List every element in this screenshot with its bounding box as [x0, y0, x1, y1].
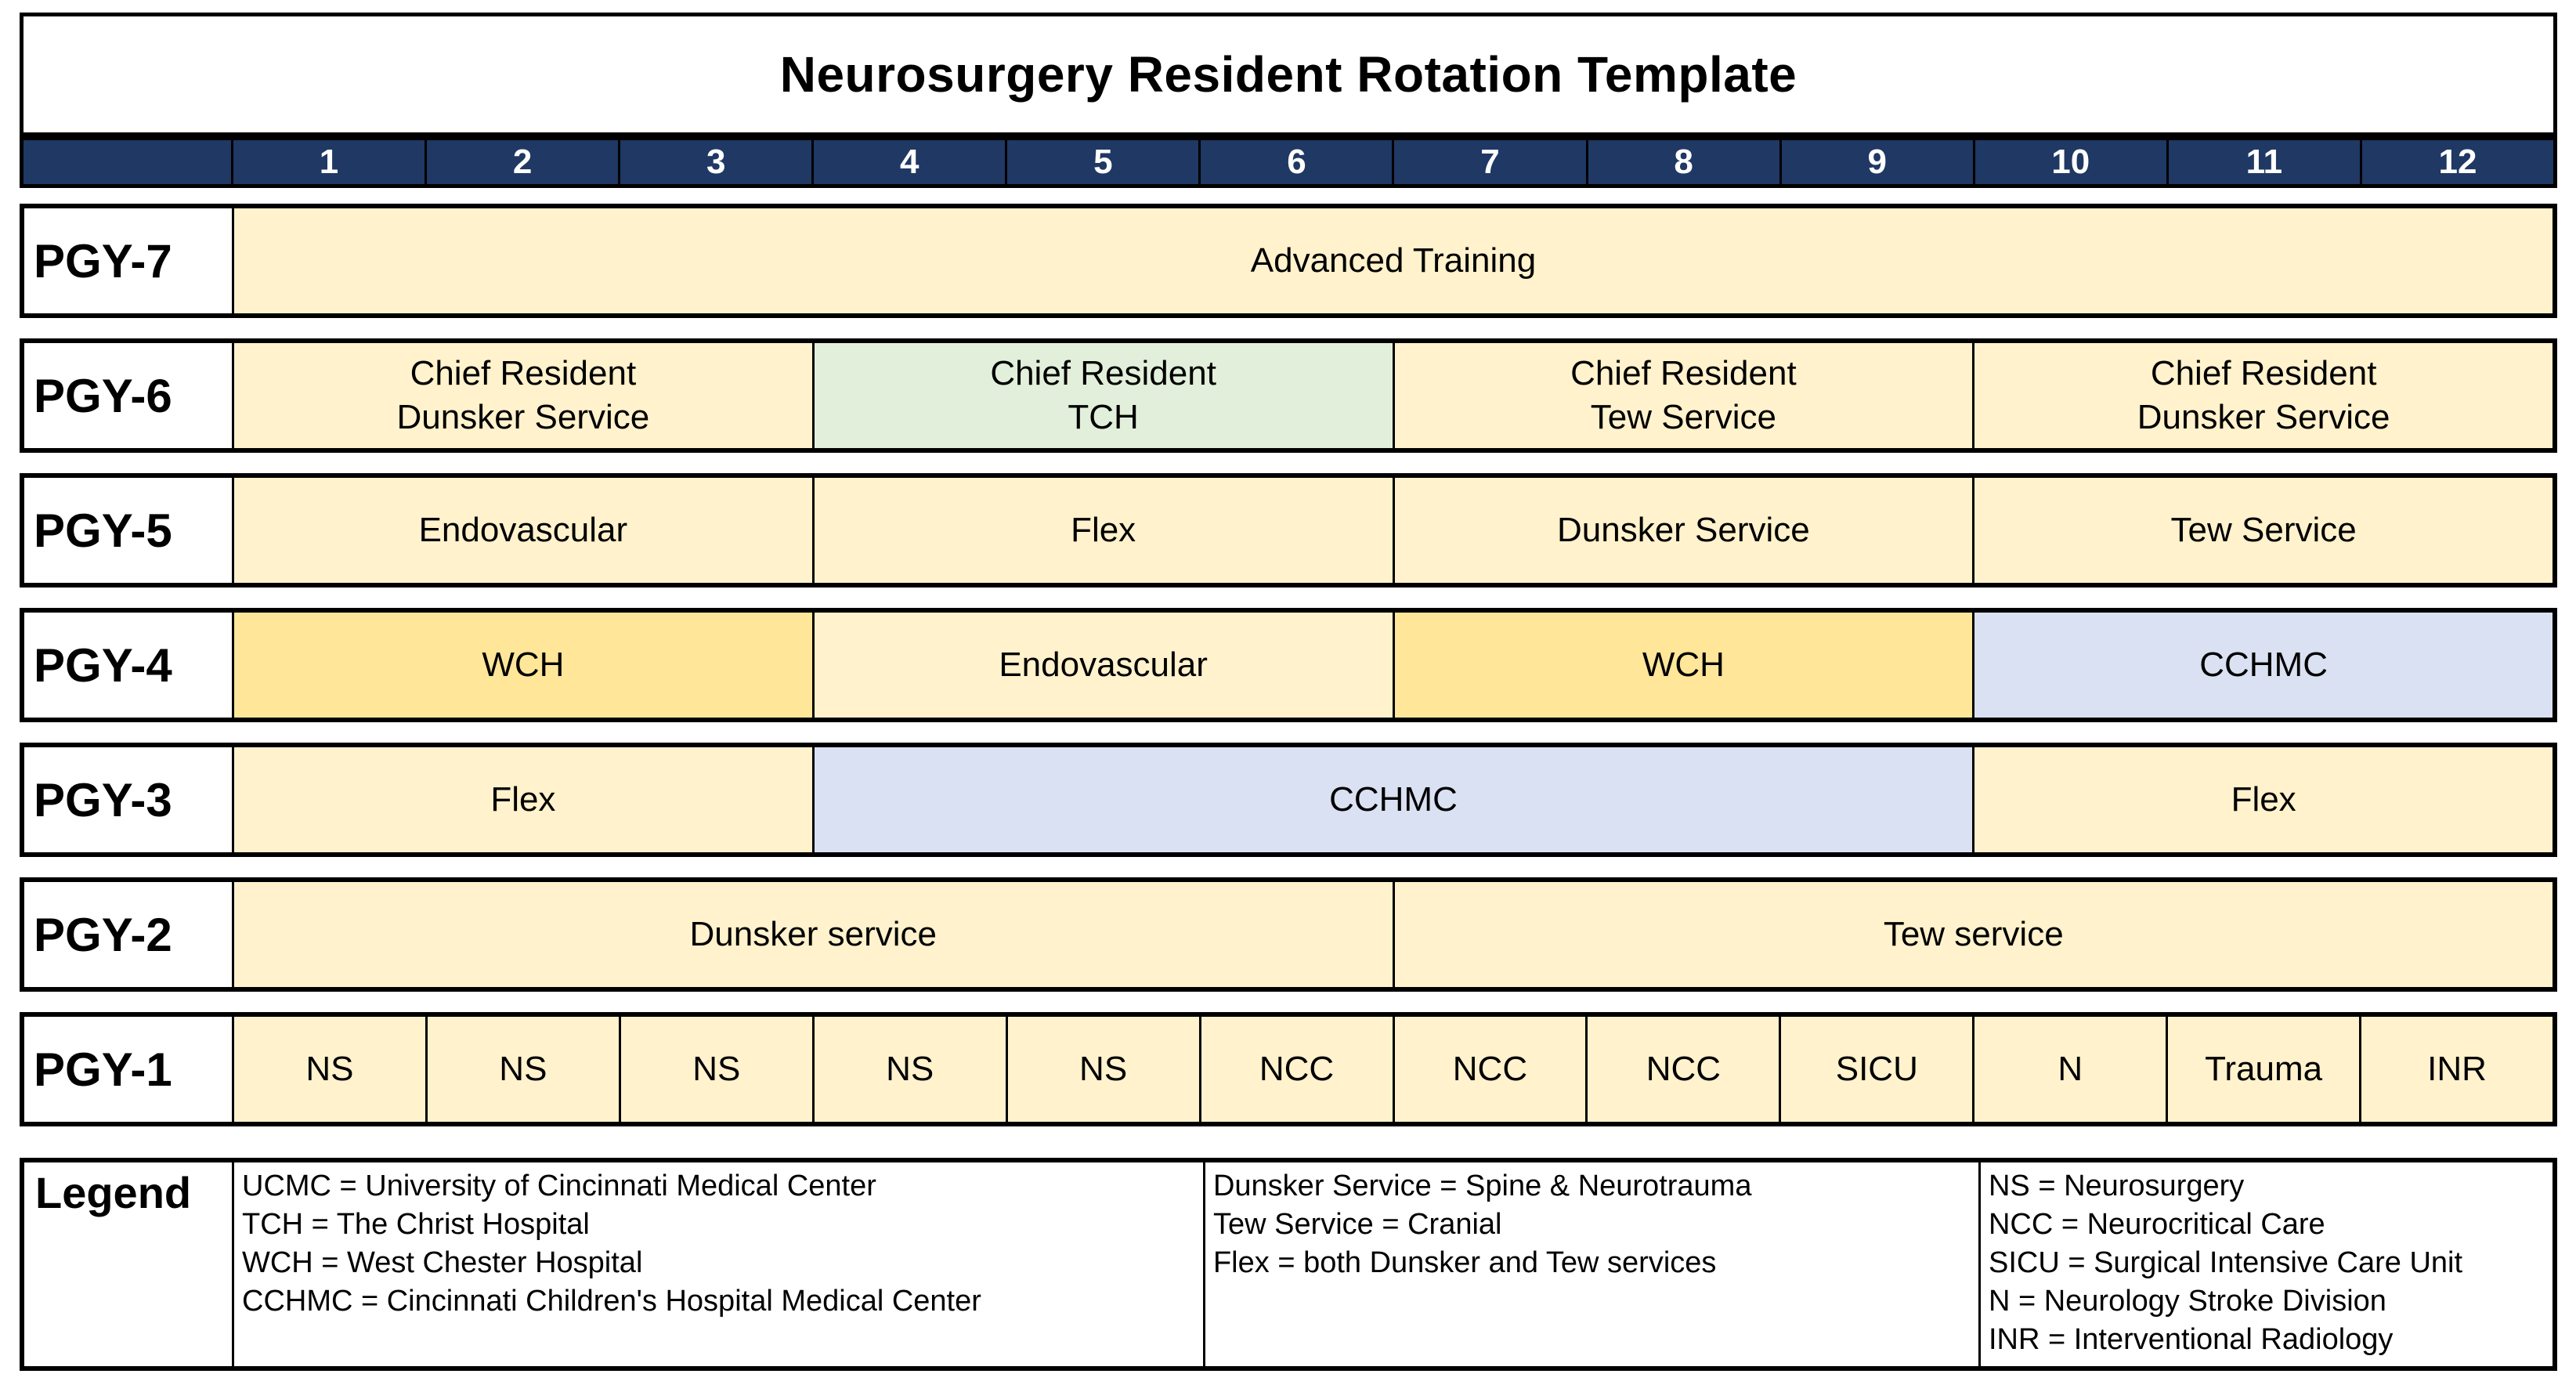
rotation-segment: Flex — [232, 747, 812, 852]
page-title: Neurosurgery Resident Rotation Template — [779, 46, 1797, 103]
rotation-segment: SICU — [1779, 1017, 1973, 1122]
legend-entry: UCMC = University of Cincinnati Medical … — [242, 1170, 876, 1202]
legend-entry: N = Neurology Stroke Division — [1988, 1285, 2386, 1318]
legend-entry: Flex = both Dunsker and Tew services — [1212, 1246, 1717, 1279]
month-cell-10: 10 — [1972, 140, 2166, 184]
rotation-segment: NCC — [1585, 1017, 1779, 1122]
month-cell-4: 4 — [811, 140, 1005, 184]
legend-entry: WCH = West Chester Hospital — [242, 1246, 643, 1279]
legend-entry: INR = Interventional Radiology — [1988, 1323, 2394, 1356]
legend: Legend UCMC = University of Cincinnati M… — [20, 1158, 2557, 1371]
pgy-label: PGY-4 — [24, 613, 232, 718]
legend-entry: CCHMC = Cincinnati Children's Hospital M… — [242, 1285, 981, 1318]
title-box: Neurosurgery Resident Rotation Template — [20, 13, 2557, 136]
rotation-segment: NS — [425, 1017, 619, 1122]
rotation-segment: N — [1972, 1017, 2166, 1122]
legend-entry: TCH = The Christ Hospital — [242, 1208, 590, 1241]
month-header-corner — [23, 140, 231, 184]
month-cell-1: 1 — [231, 140, 425, 184]
pgy-label: PGY-6 — [24, 343, 232, 448]
month-cell-5: 5 — [1005, 140, 1198, 184]
rotation-segment: NS — [1005, 1017, 1199, 1122]
rotation-segment: Chief Resident TCH — [811, 343, 1393, 448]
legend-column-1: UCMC = University of Cincinnati Medical … — [232, 1162, 1203, 1366]
rotation-segment: Dunsker Service — [1392, 478, 1973, 583]
rotation-segment: Trauma — [2166, 1017, 2360, 1122]
rotation-segment: Chief Resident Tew Service — [1392, 343, 1973, 448]
month-cell-2: 2 — [425, 140, 618, 184]
pgy-label: PGY-7 — [24, 208, 232, 313]
pgy-label: PGY-5 — [24, 478, 232, 583]
rotation-segment: Tew service — [1392, 882, 2553, 987]
rotation-segment: Advanced Training — [232, 208, 2553, 313]
rotation-segment: NS — [811, 1017, 1006, 1122]
legend-entry: NS = Neurosurgery — [1988, 1170, 2245, 1202]
month-cell-7: 7 — [1392, 140, 1585, 184]
pgy-label: PGY-3 — [24, 747, 232, 852]
rotation-segment: WCH — [232, 613, 812, 718]
month-cell-3: 3 — [618, 140, 811, 184]
rotation-segment: Flex — [811, 478, 1393, 583]
legend-entry: NCC = Neurocritical Care — [1988, 1208, 2325, 1241]
rotation-segment: CCHMC — [1972, 613, 2553, 718]
rotation-segment: INR — [2359, 1017, 2553, 1122]
rotation-segment: Chief Resident Dunsker Service — [232, 343, 812, 448]
legend-entry: Dunsker Service = Spine & Neurotrauma — [1212, 1170, 1752, 1202]
legend-title: Legend — [35, 1168, 192, 1217]
rotation-segment: NCC — [1392, 1017, 1586, 1122]
month-cell-11: 11 — [2166, 140, 2360, 184]
rotation-segment: Flex — [1972, 747, 2553, 852]
month-cell-6: 6 — [1198, 140, 1392, 184]
rotation-segment: WCH — [1392, 613, 1973, 718]
rotation-segment: NS — [618, 1017, 812, 1122]
rotation-segment: Dunsker service — [232, 882, 1393, 987]
month-cell-12: 12 — [2359, 140, 2553, 184]
month-cell-8: 8 — [1585, 140, 1779, 184]
rotation-segment: Tew Service — [1972, 478, 2553, 583]
rotation-segment: Endovascular — [811, 613, 1393, 718]
rotation-segment: NCC — [1198, 1017, 1393, 1122]
rotation-segment: NS — [232, 1017, 425, 1122]
legend-entry: SICU = Surgical Intensive Care Unit — [1988, 1246, 2463, 1279]
month-cell-9: 9 — [1779, 140, 1973, 184]
rotation-segment: Endovascular — [232, 478, 812, 583]
pgy-label: PGY-1 — [24, 1017, 232, 1122]
rotation-segment: CCHMC — [811, 747, 1973, 852]
rotation-segment: Chief Resident Dunsker Service — [1972, 343, 2553, 448]
pgy-label: PGY-2 — [24, 882, 232, 987]
legend-entry: Tew Service = Cranial — [1212, 1208, 1502, 1241]
